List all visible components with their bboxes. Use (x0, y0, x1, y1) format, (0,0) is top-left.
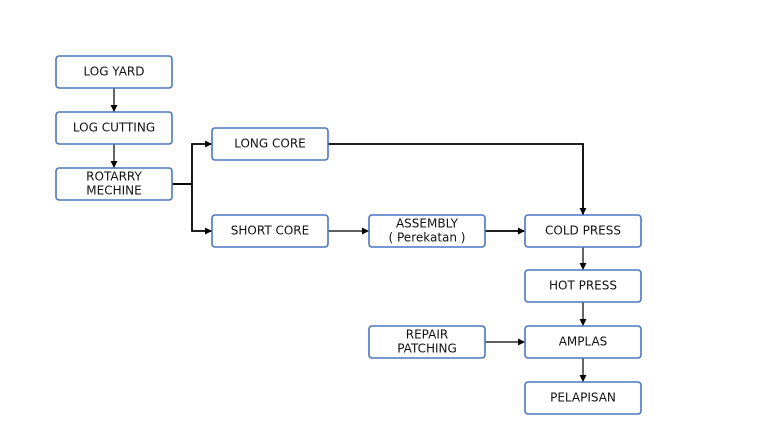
node-amplas: AMPLAS (524, 325, 642, 359)
node-box (55, 55, 173, 89)
node-label: HOT PRESS (549, 279, 617, 293)
arrow-rotary-machine-to-short-core (172, 183, 212, 235)
node-box (211, 214, 329, 248)
node-label: LOG CUTTING (73, 121, 155, 135)
arrow-rotary-machine-to-long-core (172, 140, 212, 185)
node-log-cutting: LOG CUTTING (55, 111, 173, 145)
node-label: ASSEMBLY (396, 217, 459, 231)
node-box (524, 269, 642, 303)
node-label: ROTARRY (86, 170, 142, 184)
node-label: SHORT CORE (231, 224, 309, 238)
node-hot-press: HOT PRESS (524, 269, 642, 303)
node-box (55, 111, 173, 145)
node-log-yard: LOG YARD (55, 55, 173, 89)
node-cold-press: COLD PRESS (524, 214, 642, 248)
node-label: ( Perekatan ) (389, 231, 466, 245)
node-box (368, 214, 486, 248)
node-box (524, 381, 642, 415)
node-label: LONG CORE (234, 137, 306, 151)
node-box (368, 325, 486, 359)
node-short-core: SHORT CORE (211, 214, 329, 248)
node-label: AMPLAS (559, 335, 608, 349)
arrow-long-core-to-cold-press (328, 143, 587, 215)
node-label: COLD PRESS (545, 224, 621, 238)
node-label: MECHINE (86, 184, 141, 198)
node-assembly: ASSEMBLY( Perekatan ) (368, 214, 486, 248)
node-label: PATCHING (397, 342, 457, 356)
node-label: LOG YARD (83, 65, 144, 79)
node-box (211, 127, 329, 161)
node-box (55, 167, 173, 201)
node-pelapisan: PELAPISAN (524, 381, 642, 415)
node-label: REPAIR (406, 328, 448, 342)
node-box (524, 214, 642, 248)
connector-layer (110, 88, 587, 382)
node-long-core: LONG CORE (211, 127, 329, 161)
node-box (524, 325, 642, 359)
node-label: PELAPISAN (550, 391, 616, 405)
